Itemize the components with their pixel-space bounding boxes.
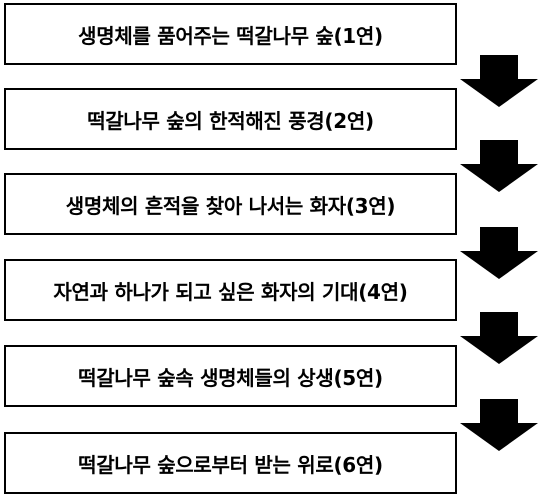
down-arrow-icon (460, 55, 538, 107)
step-label-1: 생명체를 품어주는 떡갈나무 숲(1연) (78, 23, 383, 48)
down-arrow-icon (460, 227, 538, 279)
step-label-6: 떡갈나무 숲으로부터 받는 위로(6연) (78, 452, 383, 477)
step-label-2: 떡갈나무 숲의 한적해진 풍경(2연) (87, 108, 374, 133)
down-arrow-icon (460, 399, 538, 451)
step-box-4: 자연과 하나가 되고 싶은 화자의 기대(4연) (4, 259, 457, 321)
step-box-3: 생명체의 흔적을 찾아 나서는 화자(3연) (4, 173, 457, 235)
step-box-6: 떡갈나무 숲으로부터 받는 위로(6연) (4, 432, 457, 494)
step-box-5: 떡갈나무 숲속 생명체들의 상생(5연) (4, 345, 457, 407)
step-box-1: 생명체를 품어주는 떡갈나무 숲(1연) (4, 3, 457, 65)
step-box-2: 떡갈나무 숲의 한적해진 풍경(2연) (4, 88, 457, 150)
step-label-4: 자연과 하나가 되고 싶은 화자의 기대(4연) (53, 279, 408, 304)
down-arrow-icon (460, 312, 538, 364)
step-label-3: 생명체의 흔적을 찾아 나서는 화자(3연) (65, 193, 396, 218)
step-label-5: 떡갈나무 숲속 생명체들의 상생(5연) (78, 365, 383, 390)
down-arrow-icon (460, 140, 538, 192)
